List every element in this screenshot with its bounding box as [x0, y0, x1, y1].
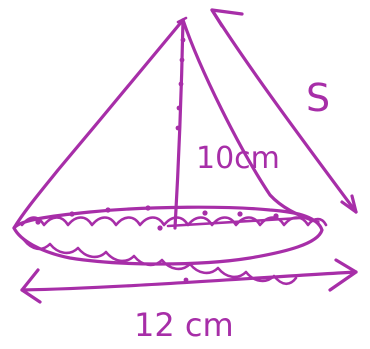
- slant-arrow: [210, 8, 358, 214]
- radius-dots: [35, 205, 279, 283]
- cone-left-edge: [12, 18, 185, 230]
- height-line: [166, 18, 302, 230]
- base-ellipse: [12, 205, 324, 266]
- base-arrow: [20, 258, 358, 304]
- base-label: 12 cm: [134, 306, 234, 344]
- height-label: 10cm: [196, 141, 280, 176]
- cone-right-edge: [181, 18, 320, 224]
- slant-label: S: [306, 76, 330, 120]
